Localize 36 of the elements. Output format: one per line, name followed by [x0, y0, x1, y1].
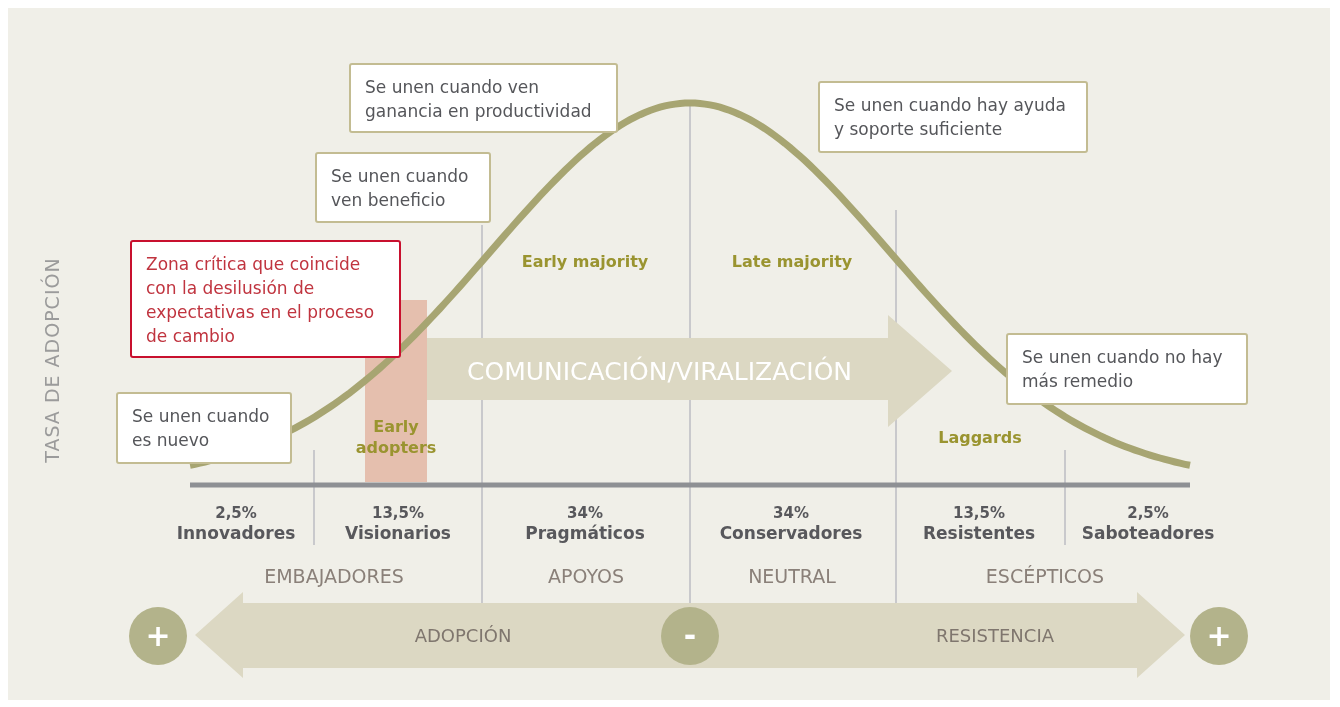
arrow-label: RESISTENCIA — [935, 624, 1055, 646]
callout-text: Se unen cuando ven beneficio — [331, 166, 469, 210]
callout-text: Zona crítica que coincide con la desilusión de expectativas en el proceso de cambio — [146, 254, 375, 346]
segment-label: Late majority — [731, 251, 853, 271]
arrow-label: ADOPCIÓN — [414, 624, 512, 646]
callout-box — [349, 63, 618, 133]
group-name: Visionarios — [345, 523, 451, 543]
callout-box — [818, 81, 1088, 153]
callout-text: Se unen cuando ven ganancia en productividad — [365, 77, 592, 121]
axis-title: TASA DE ADOPCIÓN — [41, 257, 63, 463]
callout-box — [116, 392, 292, 464]
category-label: EMBAJADORES — [264, 565, 404, 587]
category-label: APOYOS — [548, 565, 624, 587]
group-name: Pragmáticos — [525, 523, 645, 543]
warning-callout — [130, 240, 401, 358]
arrow-label: COMUNICACIÓN/VIRALIZACIÓN — [467, 356, 853, 386]
percentage-label: 2,5% — [1127, 504, 1169, 522]
segment-label: Laggards — [938, 427, 1022, 447]
callout-text: Se unen cuando no hay más remedio — [1022, 347, 1223, 391]
callout-box — [1006, 333, 1248, 405]
percentage-label: 2,5% — [215, 504, 257, 522]
callout-box — [315, 152, 491, 223]
percentage-label: 13,5% — [372, 504, 424, 522]
segment-label: Early adopters — [354, 416, 438, 458]
callout-text: Se unen cuando hay ayuda y soporte suficiente — [834, 95, 1066, 139]
group-name: Conservadores — [719, 523, 863, 543]
percentage-label: 13,5% — [953, 504, 1005, 522]
group-name: Resistentes — [922, 523, 1036, 543]
percentage-label: 34% — [773, 504, 809, 522]
segment-label: Early majority — [521, 251, 649, 271]
category-label: ESCÉPTICOS — [985, 565, 1105, 587]
group-name: Saboteadores — [1081, 523, 1215, 543]
category-label: NEUTRAL — [748, 565, 836, 587]
percentage-label: 34% — [567, 504, 603, 522]
group-name: Innovadores — [176, 523, 296, 543]
callout-text: Se unen cuando es nuevo — [132, 406, 270, 450]
